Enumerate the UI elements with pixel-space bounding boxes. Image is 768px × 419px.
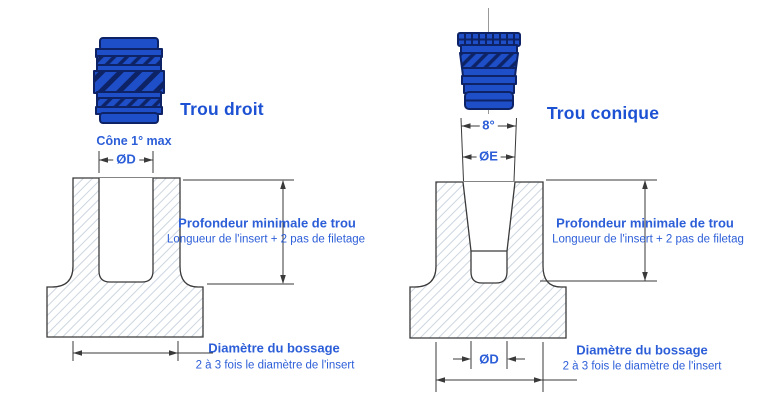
arrow-up-icon: [280, 180, 286, 189]
boss-label-right: Diamètre du bossage: [576, 342, 708, 358]
boss-sublabel-left: 2 à 3 fois le diamètre de l'insert: [195, 359, 355, 372]
tapered-insert-illustration: [457, 32, 521, 110]
arrow-right-icon: [534, 377, 543, 383]
straight-hole-cross-section: [46, 177, 204, 338]
tapered-hole-cross-section: [409, 181, 567, 339]
cone-angle-note: Cône 1° max: [96, 133, 172, 148]
hole-diameter-dim-right: ØD: [476, 352, 502, 368]
arrow-left-icon: [73, 350, 82, 356]
arrow-right-icon: [144, 157, 153, 163]
taper-angle-dim: 8°: [479, 117, 498, 133]
arrow-down-icon: [642, 272, 648, 281]
arrow-right-icon: [169, 350, 178, 356]
hatch-band-icon: [460, 53, 518, 68]
tapered-hole-outline: [462, 181, 516, 284]
arrow-right-icon: [462, 356, 471, 362]
arrow-left-icon: [461, 123, 471, 129]
depth-label-right: Profondeur minimale de trou: [556, 215, 734, 231]
tapered-hole-title: Trou conique: [546, 102, 660, 123]
depth-sublabel-left: Longueur de l'insert + 2 pas de filetage: [166, 233, 366, 246]
arrow-right-icon: [507, 123, 516, 129]
arrow-left-icon: [436, 377, 445, 383]
straight-insert-illustration: [93, 37, 165, 124]
straight-hole-title: Trou droit: [180, 98, 264, 119]
boss-sublabel-right: 2 à 3 fois le diamètre de l'insert: [562, 360, 722, 373]
arrow-left-icon: [462, 154, 472, 160]
straight-hole-outline: [98, 178, 154, 283]
straight-dimensions: [72, 151, 294, 361]
arrow-left-icon: [99, 157, 108, 163]
hatch-band-icon: [94, 71, 164, 93]
depth-sublabel-right: Longueur de l'insert + 2 pas de filetag: [552, 233, 744, 246]
arrow-left-icon: [507, 356, 516, 362]
arrow-up-icon: [642, 180, 648, 189]
top-diameter-dim: ØE: [476, 148, 501, 164]
arrow-down-icon: [280, 275, 286, 284]
depth-label-left: Profondeur minimale de trou: [178, 215, 356, 231]
knurl-band-icon: [97, 56, 161, 66]
hole-diameter-dim-left: ØD: [113, 152, 139, 168]
tapered-dimensions: [435, 117, 657, 392]
knurl-band-icon: [97, 98, 161, 108]
boss-label-left: Diamètre du bossage: [208, 340, 340, 356]
arrow-right-icon: [506, 154, 515, 160]
